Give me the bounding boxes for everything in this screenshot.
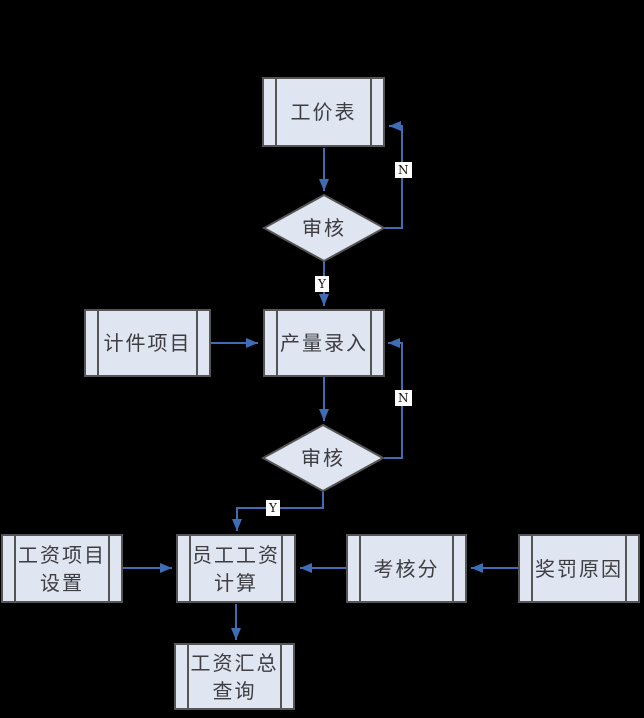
node-label-assessment-score: 考核分 xyxy=(373,556,440,581)
sidebar-line-right xyxy=(370,79,372,145)
sidebar-line-left xyxy=(359,536,361,601)
sidebar-line-left xyxy=(276,311,278,375)
sidebar-line-right xyxy=(108,536,110,601)
node-reward-penalty-reason: 奖罚原因 xyxy=(518,534,640,603)
edge-review2-y-to-salary-calc xyxy=(232,492,324,531)
sidebar-line-right xyxy=(370,311,372,375)
node-output-entry: 产量录入 xyxy=(263,309,385,377)
node-label-salary-summary-query: 工资汇总 查询 xyxy=(190,650,279,703)
node-label-review-1: 审核 xyxy=(302,216,346,240)
edge-label-n1: N xyxy=(395,162,412,178)
sidebar-line-right xyxy=(196,311,198,375)
node-price-table: 工价表 xyxy=(262,77,385,147)
node-label-reward-penalty-reason: 奖罚原因 xyxy=(535,556,623,581)
node-label-employee-salary-calc: 员工工资 计算 xyxy=(192,542,280,595)
sidebar-line-left xyxy=(14,536,16,601)
sidebar-line-left xyxy=(187,645,189,708)
node-label-price-table: 工价表 xyxy=(290,100,357,124)
sidebar-line-right xyxy=(452,536,454,601)
edge-label-y2: Y xyxy=(266,500,280,516)
node-label-piece-item: 计件项目 xyxy=(103,331,192,355)
node-review-1: 审核 xyxy=(262,194,386,262)
diamond-shape xyxy=(262,194,386,262)
sidebar-line-right xyxy=(625,536,627,601)
sidebar-line-left xyxy=(189,536,191,601)
node-review-2: 审核 xyxy=(261,424,385,492)
node-employee-salary-calc: 员工工资 计算 xyxy=(176,534,296,603)
sidebar-line-left xyxy=(531,536,533,601)
edge-label-y1: Y xyxy=(315,276,329,292)
node-salary-item-setup: 工资项目 设置 xyxy=(1,534,123,603)
node-label-salary-item-setup: 工资项目 设置 xyxy=(18,542,106,595)
sidebar-line-right xyxy=(281,536,283,601)
diamond-shape xyxy=(261,424,385,492)
sidebar-line-left xyxy=(275,79,277,145)
sidebar-line-left xyxy=(97,311,99,375)
node-label-review-2: 审核 xyxy=(301,446,345,470)
sidebar-line-right xyxy=(280,645,282,708)
node-piece-item: 计件项目 xyxy=(84,309,211,377)
node-label-output-entry: 产量录入 xyxy=(280,331,368,355)
node-assessment-score: 考核分 xyxy=(346,534,467,603)
edge-label-n2: N xyxy=(395,390,412,406)
node-salary-summary-query: 工资汇总 查询 xyxy=(174,643,295,710)
